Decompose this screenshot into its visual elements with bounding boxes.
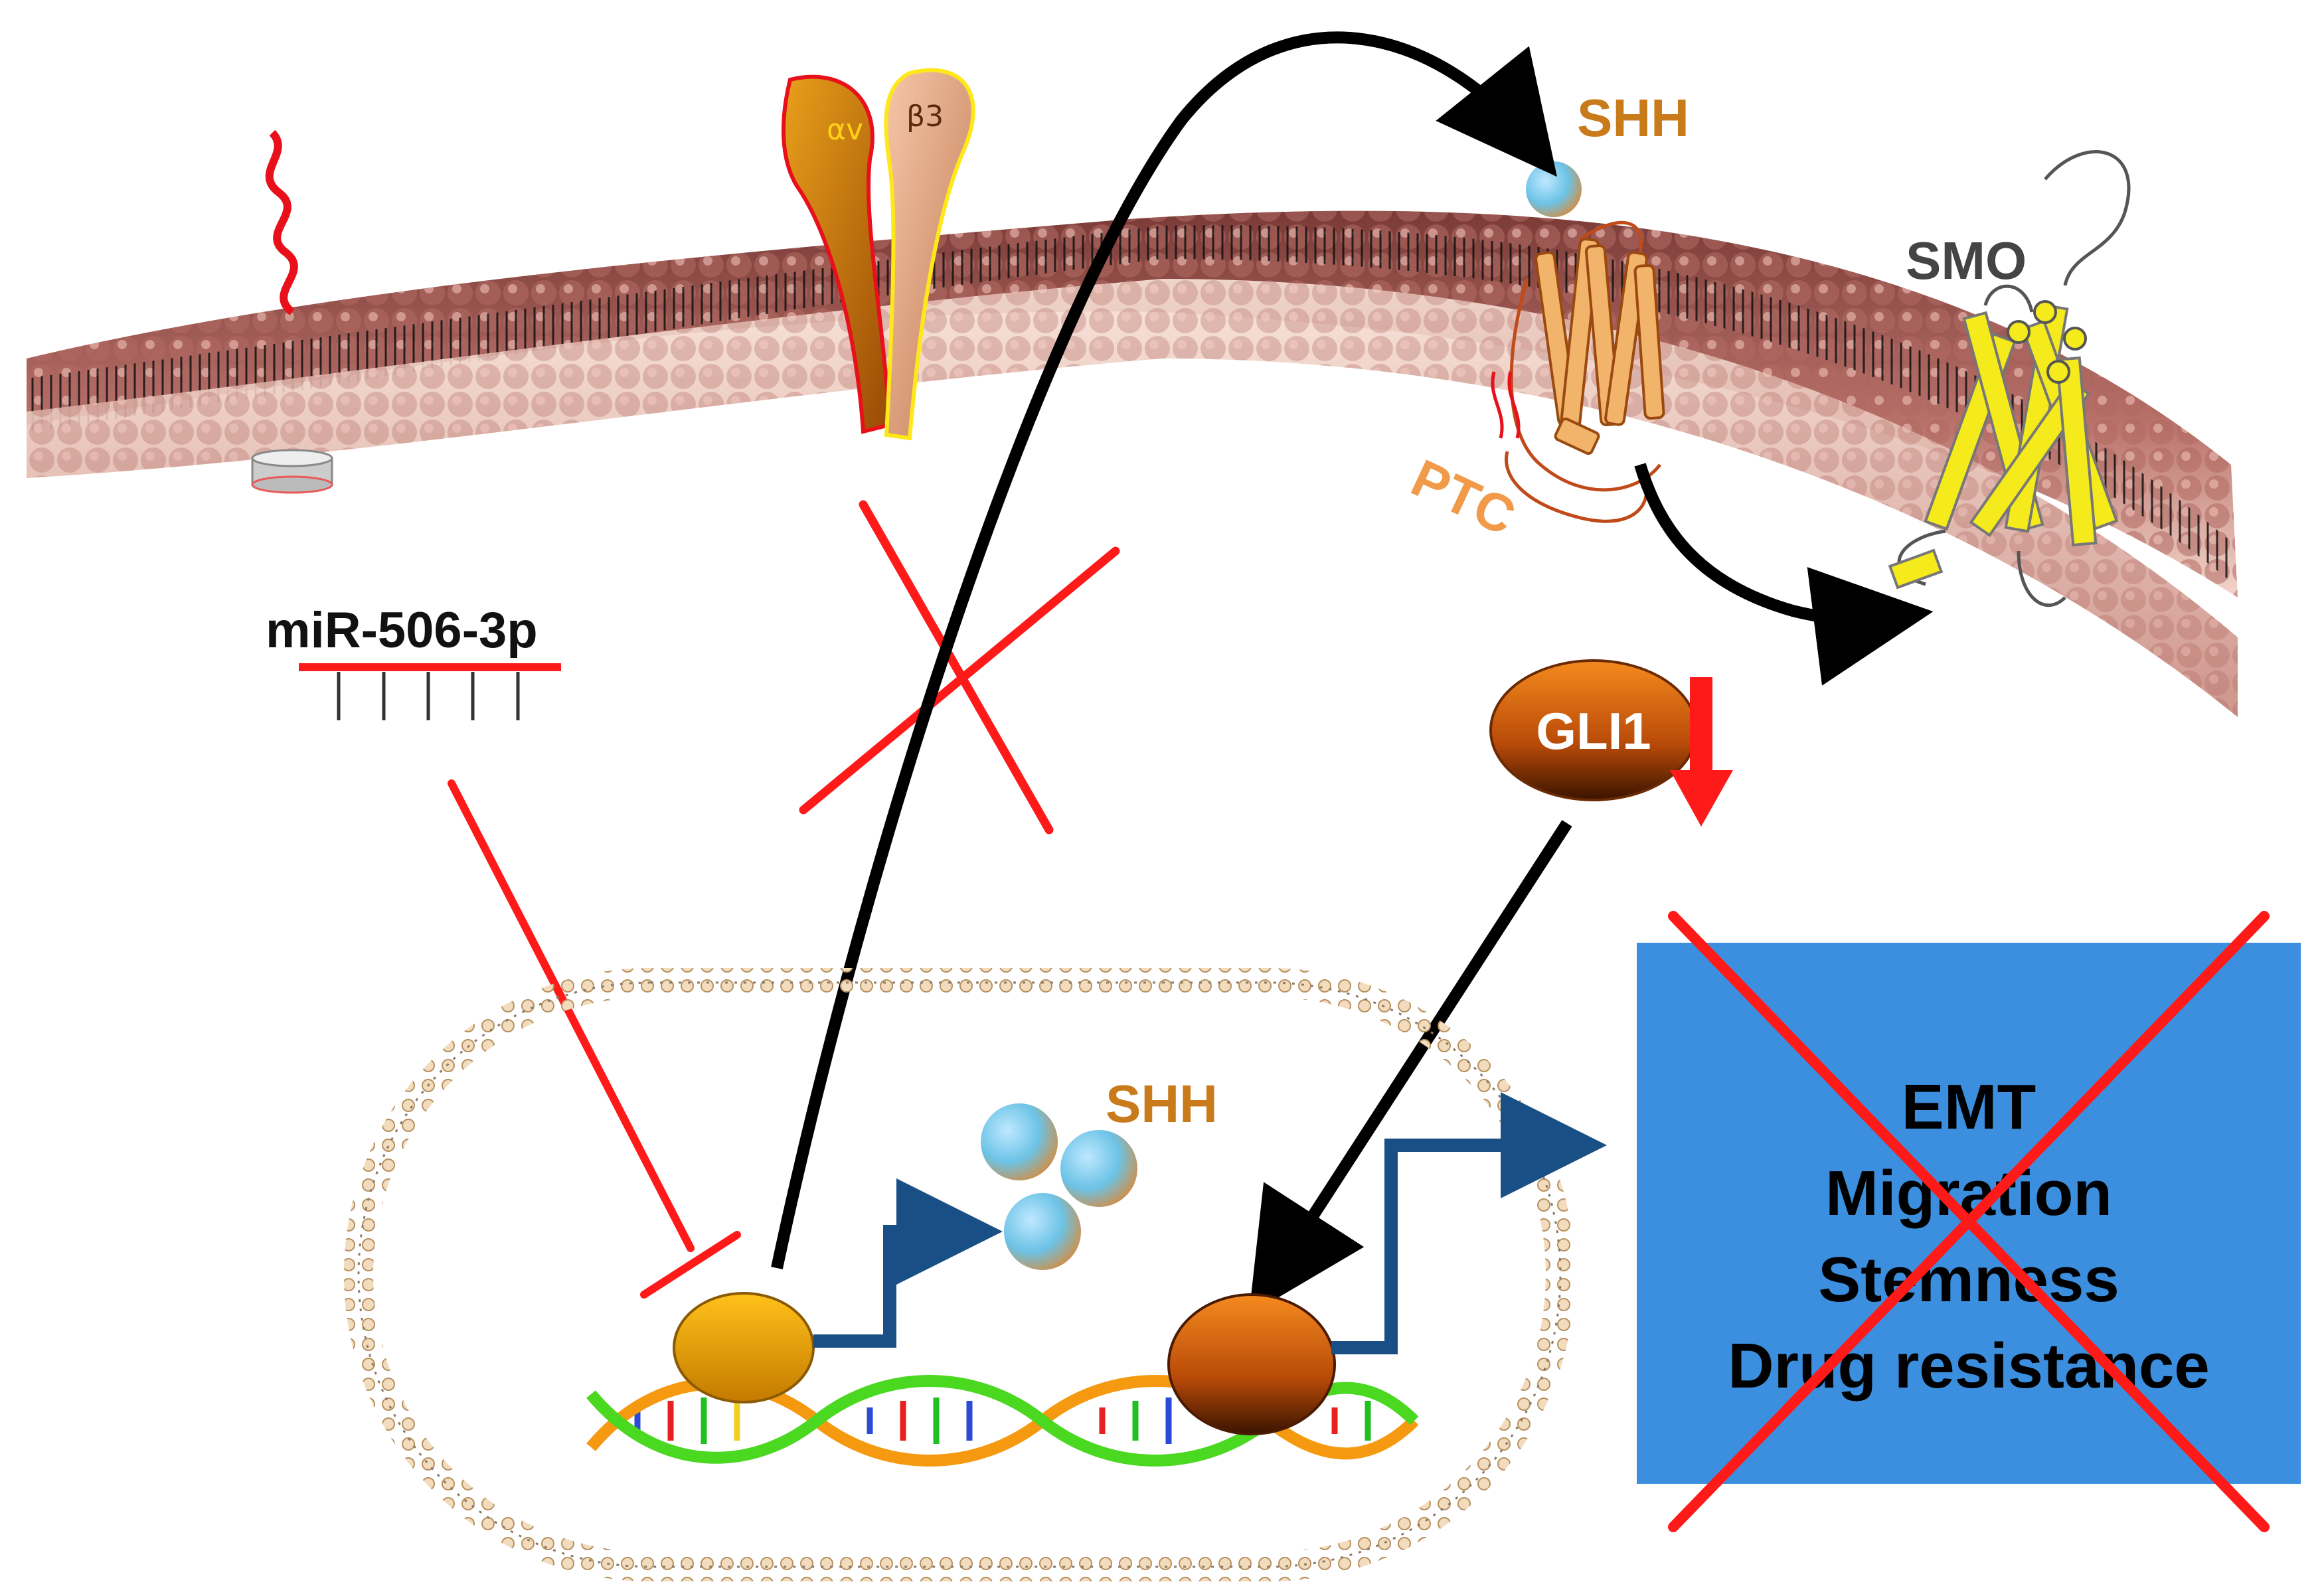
integrin-block-cross bbox=[799, 500, 1120, 835]
outcome-block-cross bbox=[1668, 911, 2270, 1532]
shh-transcription-arrow bbox=[813, 1178, 1003, 1348]
outcome-emt: EMT bbox=[1902, 1072, 2036, 1143]
smo-label: SMO bbox=[1906, 231, 2027, 290]
smo-receptor-icon bbox=[1888, 150, 2131, 607]
ptc-receptor-icon bbox=[1491, 220, 1665, 523]
shh-ligand-icon bbox=[1526, 161, 1582, 217]
shh-proteins-nucleus bbox=[981, 1103, 1137, 1270]
gli1-target-transcription-arrow bbox=[1331, 1092, 1607, 1354]
cell-membrane bbox=[27, 210, 2238, 717]
integrin-beta-label: β3 bbox=[906, 100, 944, 133]
integrin-icon: αv β3 bbox=[782, 68, 975, 441]
mirna-icon bbox=[299, 663, 561, 720]
membrane-channel-icon bbox=[251, 449, 333, 494]
shh-secretion-arrow bbox=[771, 31, 1558, 1269]
ptc-to-smo-arrow bbox=[1634, 463, 1934, 686]
decrease-arrow-icon bbox=[1670, 677, 1733, 827]
shh-label-top: SHH bbox=[1577, 88, 1689, 147]
outcome-box: EMT Migration Stemness Drug resistance bbox=[1637, 943, 2301, 1484]
wavy-receptor-icon bbox=[265, 129, 298, 315]
gli1-to-nucleus-arrow bbox=[1248, 820, 1572, 1315]
nucleus bbox=[344, 968, 1575, 1581]
gli1-dna-bound-icon bbox=[1167, 1293, 1336, 1435]
integrin-alpha-label: αv bbox=[827, 113, 863, 147]
mirna-label: miR-506-3p bbox=[266, 602, 538, 659]
gli1-node: GLI1 bbox=[1489, 659, 1698, 801]
membrane-lipid-tails bbox=[27, 225, 2234, 584]
mirna-inhibition bbox=[448, 779, 741, 1299]
shh-label-nucleus: SHH bbox=[1106, 1074, 1218, 1133]
gli1-label: GLI1 bbox=[1536, 702, 1651, 760]
outcome-stemness: Stemness bbox=[1818, 1244, 2119, 1315]
shh-transcription-factor-icon bbox=[673, 1292, 815, 1403]
